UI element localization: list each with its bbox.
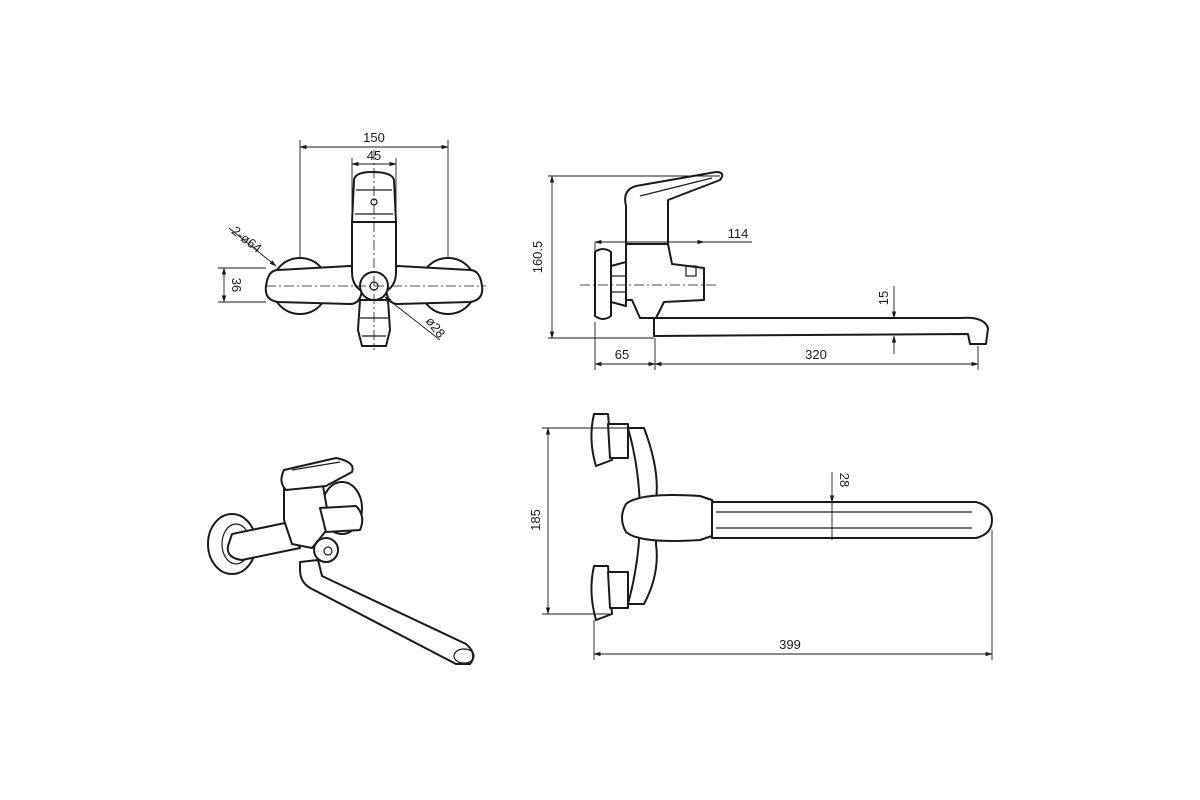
iso-spout [299,559,475,665]
dim-flange-height: 36 [229,278,244,292]
mixer-body [625,243,705,319]
dim-spout-width: 28 [837,473,852,487]
dim-side-depth: 114 [728,226,749,241]
front-view: 150 45 36 2-ø64 ø28 [218,130,486,350]
top-lower-flange [590,565,613,621]
side-spout [653,316,989,345]
side-view: 160.5 114 15 65 320 [530,171,989,370]
top-lever [621,494,718,542]
left-arm [264,265,363,305]
right-arm [385,265,484,305]
dim-total-length: 399 [779,637,801,652]
top-view: 185 28 399 [528,413,993,660]
dim-front-width: 150 [363,130,385,145]
dim-flange-dia: 2-ø64 [229,223,265,256]
top-spout [711,501,993,539]
dim-front-handle: 45 [367,148,381,163]
dim-side-height: 160.5 [530,241,545,274]
isometric-view [207,457,475,665]
dim-spout-length: 320 [805,347,827,362]
top-upper-flange [590,413,613,467]
dim-wall-offset: 65 [615,347,629,362]
dim-outlet-dia: ø28 [423,314,449,341]
wall-flange [594,248,612,320]
dim-top-centers: 185 [528,509,543,531]
side-lever [624,171,724,245]
dim-spout-height: 15 [876,291,891,305]
iso-lever [280,457,354,491]
